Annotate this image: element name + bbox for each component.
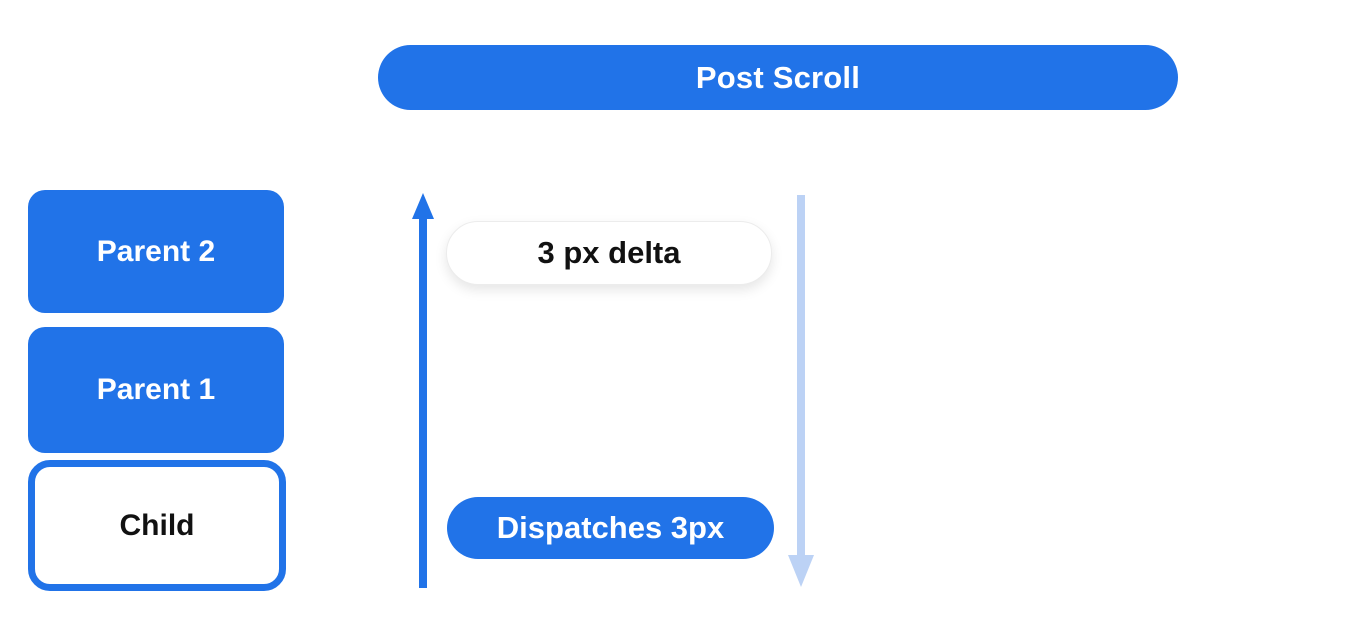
post-scroll-title-pill: Post Scroll: [378, 45, 1178, 110]
child-box: Child: [28, 460, 286, 591]
dispatch-pill: Dispatches 3px: [447, 497, 774, 559]
parent2-label: Parent 2: [96, 234, 216, 268]
post-scroll-title-label: Post Scroll: [695, 59, 861, 95]
parent1-label: Parent 1: [96, 373, 216, 406]
dispatch-pill-label: Dispatches 3px: [496, 510, 725, 545]
down-arrow-icon: [788, 195, 814, 587]
delta-pill: 3 px delta: [446, 221, 772, 285]
delta-pill-label: 3 px delta: [537, 235, 681, 270]
up-arrow-icon: [412, 193, 434, 588]
parent2-box: Parent 2: [28, 190, 284, 313]
parent1-box: Parent 1: [28, 327, 284, 453]
child-label: Child: [119, 508, 195, 542]
